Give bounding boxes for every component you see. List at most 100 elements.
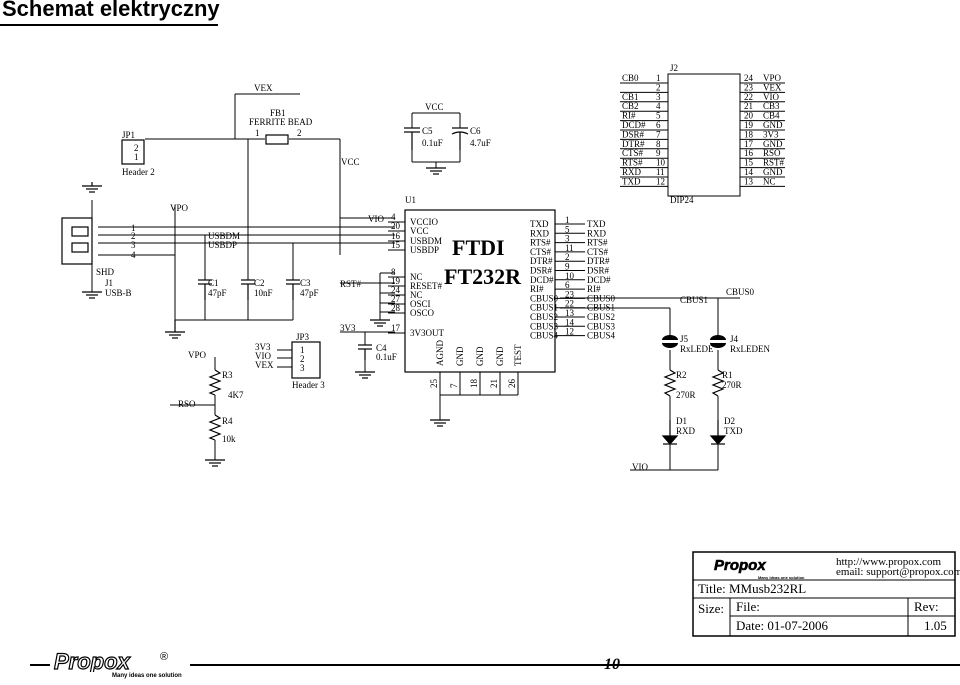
ground-symbols — [82, 167, 450, 467]
ic-right-pin-net: CBUS3 — [587, 321, 616, 331]
j2-left-net: RTS# — [622, 158, 643, 168]
ic-right-pin-name: RXD — [530, 228, 550, 238]
j2-right-net: RST# — [763, 158, 785, 168]
ic-right-pin-number: 23 — [565, 289, 575, 299]
ic-bottom-pin-name: GND — [475, 346, 485, 366]
page-number: 10 — [604, 656, 620, 673]
ic-left-pin-name: USBDM — [410, 236, 442, 246]
ic-left-pin-number: 17 — [391, 323, 401, 333]
vcc-net-label: VCC — [341, 157, 360, 167]
j2-right-pin: 15 — [744, 158, 754, 168]
j2-left-pin: 7 — [656, 129, 661, 139]
jp3-header — [291, 341, 321, 379]
svg-text:C2: C2 — [254, 278, 265, 288]
ic-right-pin-net: DCD# — [587, 275, 611, 285]
ic-right-pin-name: TXD — [530, 219, 549, 229]
title-block: Propox Many ideas one solution http://ww… — [692, 551, 960, 637]
ic-right-pin-name: DSR# — [530, 266, 553, 276]
ic-left-pin-number: 19 — [391, 276, 401, 286]
j2-left-pin: 9 — [656, 148, 661, 158]
ic-right-pin-number: 3 — [565, 234, 570, 244]
ic-right-pin-number: 1 — [565, 215, 570, 225]
svg-text:D2: D2 — [724, 416, 735, 426]
svg-text:R4: R4 — [222, 416, 233, 426]
svg-text:R1: R1 — [722, 370, 733, 380]
svg-text:270R: 270R — [676, 390, 696, 400]
ic-bottom-pin-name: GND — [495, 346, 505, 366]
svg-text:J5: J5 — [680, 334, 689, 344]
sheet-frame — [103, 49, 960, 636]
svg-text:RxLEDEN: RxLEDEN — [730, 344, 770, 354]
svg-text:C1: C1 — [208, 278, 219, 288]
svg-text:R3: R3 — [222, 370, 233, 380]
c5-vcc-label: VCC — [425, 102, 444, 112]
j2-right-net: CB3 — [763, 101, 780, 111]
rso-label: RSO — [178, 399, 196, 409]
j2-right-net: NC — [763, 176, 776, 186]
ic-right-pin-net: RI# — [587, 284, 601, 294]
svg-text:RXD: RXD — [676, 426, 696, 436]
j2-right-pin: 20 — [744, 111, 754, 121]
r2-resistor — [663, 369, 677, 397]
svg-text:TXD: TXD — [724, 426, 743, 436]
ic-right-pin-name: CBUS2 — [530, 312, 558, 322]
wires-group — [91, 73, 741, 471]
ic-bottom-pin-number: 26 — [507, 379, 517, 389]
ic-left-pin-name: 3V3OUT — [410, 328, 444, 338]
ft232r-chip — [404, 209, 556, 373]
j2-right-pin: 17 — [744, 139, 754, 149]
ic-right-pin-net: CTS# — [587, 247, 609, 257]
cbus0-net: CBUS0 — [726, 287, 755, 297]
j2-left-pin: 1 — [656, 73, 661, 83]
ic-left-pin-name: VCCIO — [410, 217, 439, 227]
j2-right-net: VPO — [763, 73, 782, 83]
ic-right-pin-net: CBUS4 — [587, 331, 616, 341]
j2-right-pin: 21 — [744, 101, 753, 111]
j2-left-pin: 10 — [656, 158, 666, 168]
j2-left-net: DCD# — [622, 120, 646, 130]
svg-text:VIO: VIO — [632, 462, 648, 472]
j2-left-pin: 4 — [656, 101, 661, 111]
svg-text:®: ® — [160, 651, 168, 663]
j2-right-pin: 23 — [744, 82, 754, 92]
c6-label: C6 — [470, 126, 481, 136]
ic-left-pin-number: 24 — [391, 285, 401, 295]
svg-text:C4: C4 — [376, 343, 387, 353]
titleblock-title: Title: MMusb232RL — [698, 581, 806, 596]
svg-text:2: 2 — [131, 231, 136, 241]
u1-label: U1 — [405, 195, 416, 205]
ic-right-pin-name: RTS# — [530, 238, 551, 248]
ic-right-pin-number: 2 — [565, 252, 570, 262]
j2-right-pin: 22 — [744, 92, 753, 102]
svg-text:47pF: 47pF — [208, 288, 227, 298]
page-title: Schemat elektryczny — [2, 0, 220, 21]
ic-right-pin-number: 11 — [565, 243, 574, 253]
c5-value: 0.1uF — [422, 138, 443, 148]
ic-right-pin-number: 13 — [565, 308, 575, 318]
ic-left-pin-number: 8 — [391, 267, 396, 277]
svg-text:4: 4 — [131, 250, 136, 260]
j2-left-net: RXD — [622, 167, 642, 177]
svg-text:J4: J4 — [730, 334, 739, 344]
ic-right-pin-net: TXD — [587, 219, 606, 229]
j2-left-net: DSR# — [622, 129, 645, 139]
jp1-header-label: Header 2 — [122, 167, 155, 177]
j2-left-pin: 11 — [656, 167, 665, 177]
j2-type: DIP24 — [670, 195, 694, 205]
ic-left-pin-name: OSCI — [410, 299, 431, 309]
vex-label: VEX — [254, 83, 273, 93]
svg-text:R2: R2 — [676, 370, 687, 380]
jp1-pin2: 2 — [134, 143, 139, 153]
svg-text:270R: 270R — [722, 380, 742, 390]
titleblock-website: http://www.propox.com — [836, 556, 941, 568]
ic-right-pin-number: 10 — [565, 271, 575, 281]
shd-label: SHD — [96, 267, 115, 277]
ic-bottom-pin-name: GND — [455, 346, 465, 366]
d2-led — [709, 435, 727, 445]
ic-right-pin-number: 12 — [565, 327, 574, 337]
j2-right-net: CB4 — [763, 111, 780, 121]
j2-left-net: DTR# — [622, 139, 645, 149]
ic-left-pin-number: 27 — [391, 294, 401, 304]
svg-text:2: 2 — [300, 354, 305, 364]
